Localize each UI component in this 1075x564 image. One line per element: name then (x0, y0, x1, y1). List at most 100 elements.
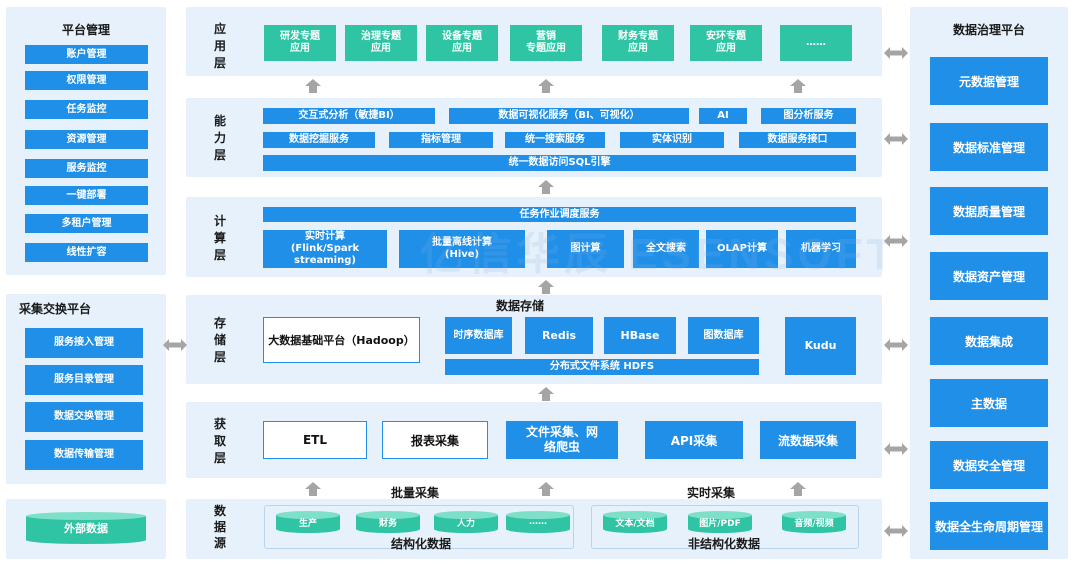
source-cylinder: 文本/文档 (603, 511, 667, 533)
governance-item: 元数据管理 (930, 57, 1048, 105)
cap-data-service-api: 数据服务接口 (739, 132, 856, 148)
source-cylinder: 图片/PDF (688, 511, 752, 533)
cap-graph-analysis: 图分析服务 (761, 108, 856, 124)
compute-fulltext: 全文搜索 (633, 230, 699, 268)
storage-hdfs: 分布式文件系统 HDFS (445, 359, 759, 375)
source-cylinder: …… (506, 511, 570, 533)
storage-kudu: Kudu (785, 317, 856, 375)
source-cylinder: 财务 (356, 511, 420, 533)
layer-source: 数据源 结构化数据 非结构化数据 生产 财务人力 …… 文本/文档 图片/PDF 音频/视… (186, 499, 882, 559)
source-cylinder-label: 生产 (298, 518, 317, 529)
cap-interactive-bi: 交互式分析（敏捷BI） (263, 108, 435, 124)
governance-item: 数据资产管理 (930, 252, 1048, 300)
layer-compute: 计算层 任务作业调度服务 实时计算 (Flink/Spark streaming… (186, 197, 882, 277)
cap-metric-mgmt: 指标管理 (389, 132, 493, 148)
cap-sql-engine: 统一数据访问SQL引擎 (263, 155, 856, 171)
flow-up-arrow (538, 280, 554, 294)
external-data-cylinder: 外部数据 (26, 512, 146, 544)
governance-item: 数据集成 (930, 317, 1048, 365)
compute-realtime: 实时计算 (Flink/Spark streaming) (263, 230, 387, 268)
governance-item: 数据安全管理 (930, 441, 1048, 489)
app-topic-item: 安环专题 应用 (690, 25, 762, 61)
source-cylinder: 人力 (434, 511, 498, 533)
source-cylinder-label: …… (529, 517, 547, 527)
governance-item: 数据全生命周期管理 (930, 502, 1048, 550)
compute-scheduler: 任务作业调度服务 (263, 207, 856, 222)
compute-batch: 批量离线计算 (Hive) (399, 230, 525, 268)
compute-olap: OLAP计算 (706, 230, 778, 268)
flow-up-arrow (538, 79, 554, 93)
double-arrow-icon (884, 440, 908, 455)
acquire-api: API采集 (645, 421, 743, 459)
exchange-platform-item: 服务目录管理 (25, 365, 143, 395)
storage-tsdb: 时序数据库 (445, 317, 512, 354)
exchange-platform-panel: 采集交换平台 服务接入管理服务目录管理数据交换管理数据传输管理 (6, 294, 166, 484)
external-data-panel: 外部数据 (6, 499, 166, 559)
acquire-report: 报表采集 (382, 421, 488, 459)
flow-up-arrow (790, 482, 806, 496)
watermark: 亿信华辰 ESENSOFT (420, 230, 898, 279)
acquire-stream: 流数据采集 (760, 421, 856, 459)
layer-compute-label: 计算层 (213, 214, 226, 262)
flow-up-arrow (538, 387, 554, 401)
exchange-platform-item: 服务接入管理 (25, 328, 143, 358)
governance-item: 主数据 (930, 379, 1048, 427)
exchange-platform-title: 采集交换平台 (19, 302, 92, 316)
source-cylinder: 生产 (276, 511, 340, 533)
flow-up-arrow (538, 180, 554, 194)
source-cylinder-label: 图片/PDF (699, 518, 741, 529)
double-arrow-icon (163, 336, 187, 351)
layer-source-label: 数据源 (213, 504, 226, 550)
double-arrow-icon (884, 522, 908, 537)
platform-mgmt-panel: 平台管理 账户管理权限管理任务监控资源管理服务监控一键部署多租户管理线性扩容 (6, 7, 166, 275)
structured-group (264, 505, 574, 549)
cap-entity-recognition: 实体识别 (620, 132, 724, 148)
source-cylinder: 音频/视频 (782, 511, 846, 533)
platform-mgmt-item: 权限管理 (25, 71, 148, 90)
app-topic-item: …… (780, 25, 852, 61)
platform-mgmt-item: 多租户管理 (25, 214, 148, 233)
governance-panel: 数据治理平台 元数据管理数据标准管理数据质量管理数据资产管理数据集成主数据数据安… (910, 7, 1068, 559)
flow-up-arrow (538, 482, 554, 496)
flow-up-arrow (305, 482, 321, 496)
double-arrow-icon (884, 44, 908, 59)
unstructured-caption: 非结构化数据 (687, 537, 760, 551)
storage-hadoop: 大数据基础平台（Hadoop） (263, 317, 420, 363)
structured-caption: 结构化数据 (390, 537, 451, 551)
platform-mgmt-item: 服务监控 (25, 159, 148, 178)
platform-mgmt-item: 资源管理 (25, 130, 148, 149)
double-arrow-icon (884, 336, 908, 351)
unstructured-group (591, 505, 859, 549)
source-cylinder-label: 文本/文档 (615, 518, 655, 529)
layer-capability: 能力层 交互式分析（敏捷BI） 数据可视化服务（BI、可视化） AI 图分析服务… (186, 98, 882, 177)
acquire-etl: ETL (263, 421, 367, 459)
storage-hbase: HBase (604, 317, 676, 354)
app-topic-item: 治理专题 应用 (345, 25, 417, 61)
cap-unified-search: 统一搜索服务 (505, 132, 605, 148)
external-data-label: 外部数据 (64, 522, 108, 535)
compute-graph: 图计算 (547, 230, 624, 268)
layer-storage-label: 存储层 (213, 316, 226, 364)
double-arrow-icon (884, 232, 908, 247)
platform-mgmt-title: 平台管理 (61, 23, 110, 37)
double-arrow-icon (884, 130, 908, 145)
layer-acquire: 获取层 ETL 报表采集 文件采集、网 络爬虫 API采集 流数据采集 (186, 402, 882, 478)
app-topic-item: 财务专题 应用 (602, 25, 674, 61)
app-topic-item: 研发专题 应用 (264, 25, 336, 61)
app-topic-item: 设备专题 应用 (426, 25, 498, 61)
acquire-file-crawler: 文件采集、网 络爬虫 (506, 421, 618, 459)
exchange-platform-item: 数据交换管理 (25, 402, 143, 432)
exchange-platform-item: 数据传输管理 (25, 440, 143, 470)
compute-ml: 机器学习 (786, 230, 856, 268)
governance-title: 数据治理平台 (952, 23, 1025, 37)
app-topic-item: 营销 专题应用 (510, 25, 582, 61)
cap-data-mining: 数据挖掘服务 (263, 132, 375, 148)
realtime-collect-caption: 实时采集 (686, 486, 735, 500)
platform-mgmt-item: 任务监控 (25, 100, 148, 119)
storage-title: 数据存储 (496, 299, 545, 313)
platform-mgmt-item: 账户管理 (25, 45, 148, 64)
layer-acquire-label: 获取层 (213, 417, 226, 465)
layer-capability-label: 能力层 (213, 114, 226, 162)
storage-redis: Redis (525, 317, 593, 354)
batch-collect-caption: 批量采集 (390, 486, 439, 500)
